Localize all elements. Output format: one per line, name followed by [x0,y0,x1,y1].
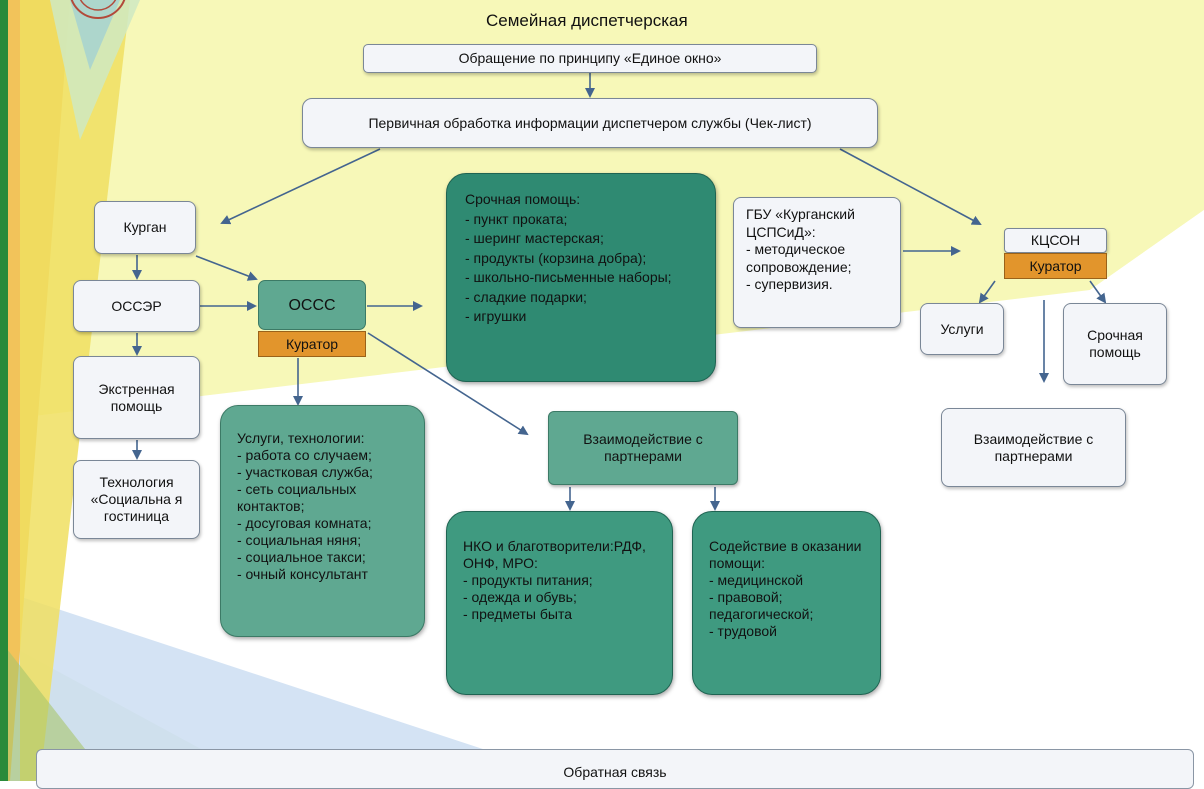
urgent-heading: Срочная помощь: [465,191,581,207]
osss-curator-badge: Куратор [258,331,366,357]
emergency-help-label: Экстренная помощь [98,380,175,414]
assistance-item: - медицинской [709,572,804,588]
primary-processing-label: Первичная обработка информации диспетчер… [368,114,812,131]
assistance-box: Содействие в оказании помощи: - медицинс… [692,511,881,695]
kcson-partners-box: Взаимодействие с партнерами [941,408,1126,487]
services-item: - досуговая комната; [237,515,372,531]
kcson-urgent-box: Срочная помощь [1063,303,1167,385]
services-item: - очный консультант [237,566,368,582]
urgent-item: - школьно-письменные наборы; [465,269,672,285]
gbu-box: ГБУ «Курганский ЦСПСиД»: - методическое … [733,197,901,328]
single-window-box: Обращение по принципу «Единое окно» [363,44,817,73]
primary-processing-box: Первичная обработка информации диспетчер… [302,98,878,148]
urgent-item: - игрушки [465,308,527,324]
social-hotel-box: Технология «Социальна я гостиница [73,460,200,539]
kcson-partners-label: Взаимодействие с партнерами [973,430,1094,464]
nko-item: - продукты питания; [463,572,593,588]
kurgan-label: Курган [123,219,167,235]
kcson-curator-label: Куратор [1029,257,1082,274]
assistance-item: педагогической; [709,606,814,622]
osser-label: ОССЭР [111,297,162,314]
assistance-item: - правовой; [709,589,783,605]
services-item: - сеть социальных контактов; [237,481,357,514]
urgent-item: - продукты (корзина добра); [465,249,647,266]
kcson-urgent-label: Срочная помощь [1087,327,1143,360]
osss-label: ОССС [288,296,336,314]
services-item: - социальная няня; [237,532,362,548]
assistance-heading: Содействие в оказании помощи: [709,538,862,571]
assistance-item: - трудовой [709,623,777,639]
partners-box: Взаимодействие с партнерами [548,411,738,485]
services-technologies-box: Услуги, технологии: - работа со случаем;… [220,405,425,637]
kcson-curator-badge: Куратор [1004,253,1107,279]
emergency-help-box: Экстренная помощь [73,356,200,439]
kcson-services-box: Услуги [920,303,1004,355]
urgent-help-box: Срочная помощь: - пункт проката; - шерин… [446,173,716,382]
kcson-label: КЦСОН [1030,232,1081,248]
services-item: - работа со случаем; [237,447,372,463]
urgent-item: - шеринг мастерская; [465,230,604,246]
social-hotel-label: Технология «Социальна я гостиница [90,474,183,524]
kurgan-box: Курган [94,201,196,254]
diagram-title: Семейная диспетчерская [486,11,688,30]
gbu-heading: ГБУ «Курганский ЦСПСиД»: [746,206,855,240]
nko-box: НКО и благотворители:РДФ, ОНФ, МРО: - пр… [446,511,673,695]
services-heading: Услуги, технологии: [237,430,365,446]
urgent-item: - пункт проката; [465,210,568,227]
feedback-label: Обратная связь [563,764,667,780]
osser-box: ОССЭР [73,280,200,332]
osss-curator-label: Куратор [285,335,339,352]
single-window-label: Обращение по принципу «Единое окно» [458,50,722,66]
osss-box: ОССС [258,280,366,330]
urgent-item: - сладкие подарки; [465,288,587,305]
nko-heading: НКО и благотворители:РДФ, ОНФ, МРО: [463,538,646,571]
gbu-item: - супервизия. [746,276,833,292]
services-item: - социальное такси; [237,549,366,565]
gbu-item: - методическое сопровождение; [746,241,852,275]
kcson-services-label: Услуги [940,320,984,337]
nko-item: - предметы быта [463,606,572,622]
kcson-box: КЦСОН [1004,228,1107,253]
services-item: - участковая служба; [237,464,373,480]
partners-label: Взаимодействие с партнерами [583,431,703,464]
feedback-bar: Обратная связь [36,749,1194,789]
nko-item: - одежда и обувь; [463,589,577,605]
